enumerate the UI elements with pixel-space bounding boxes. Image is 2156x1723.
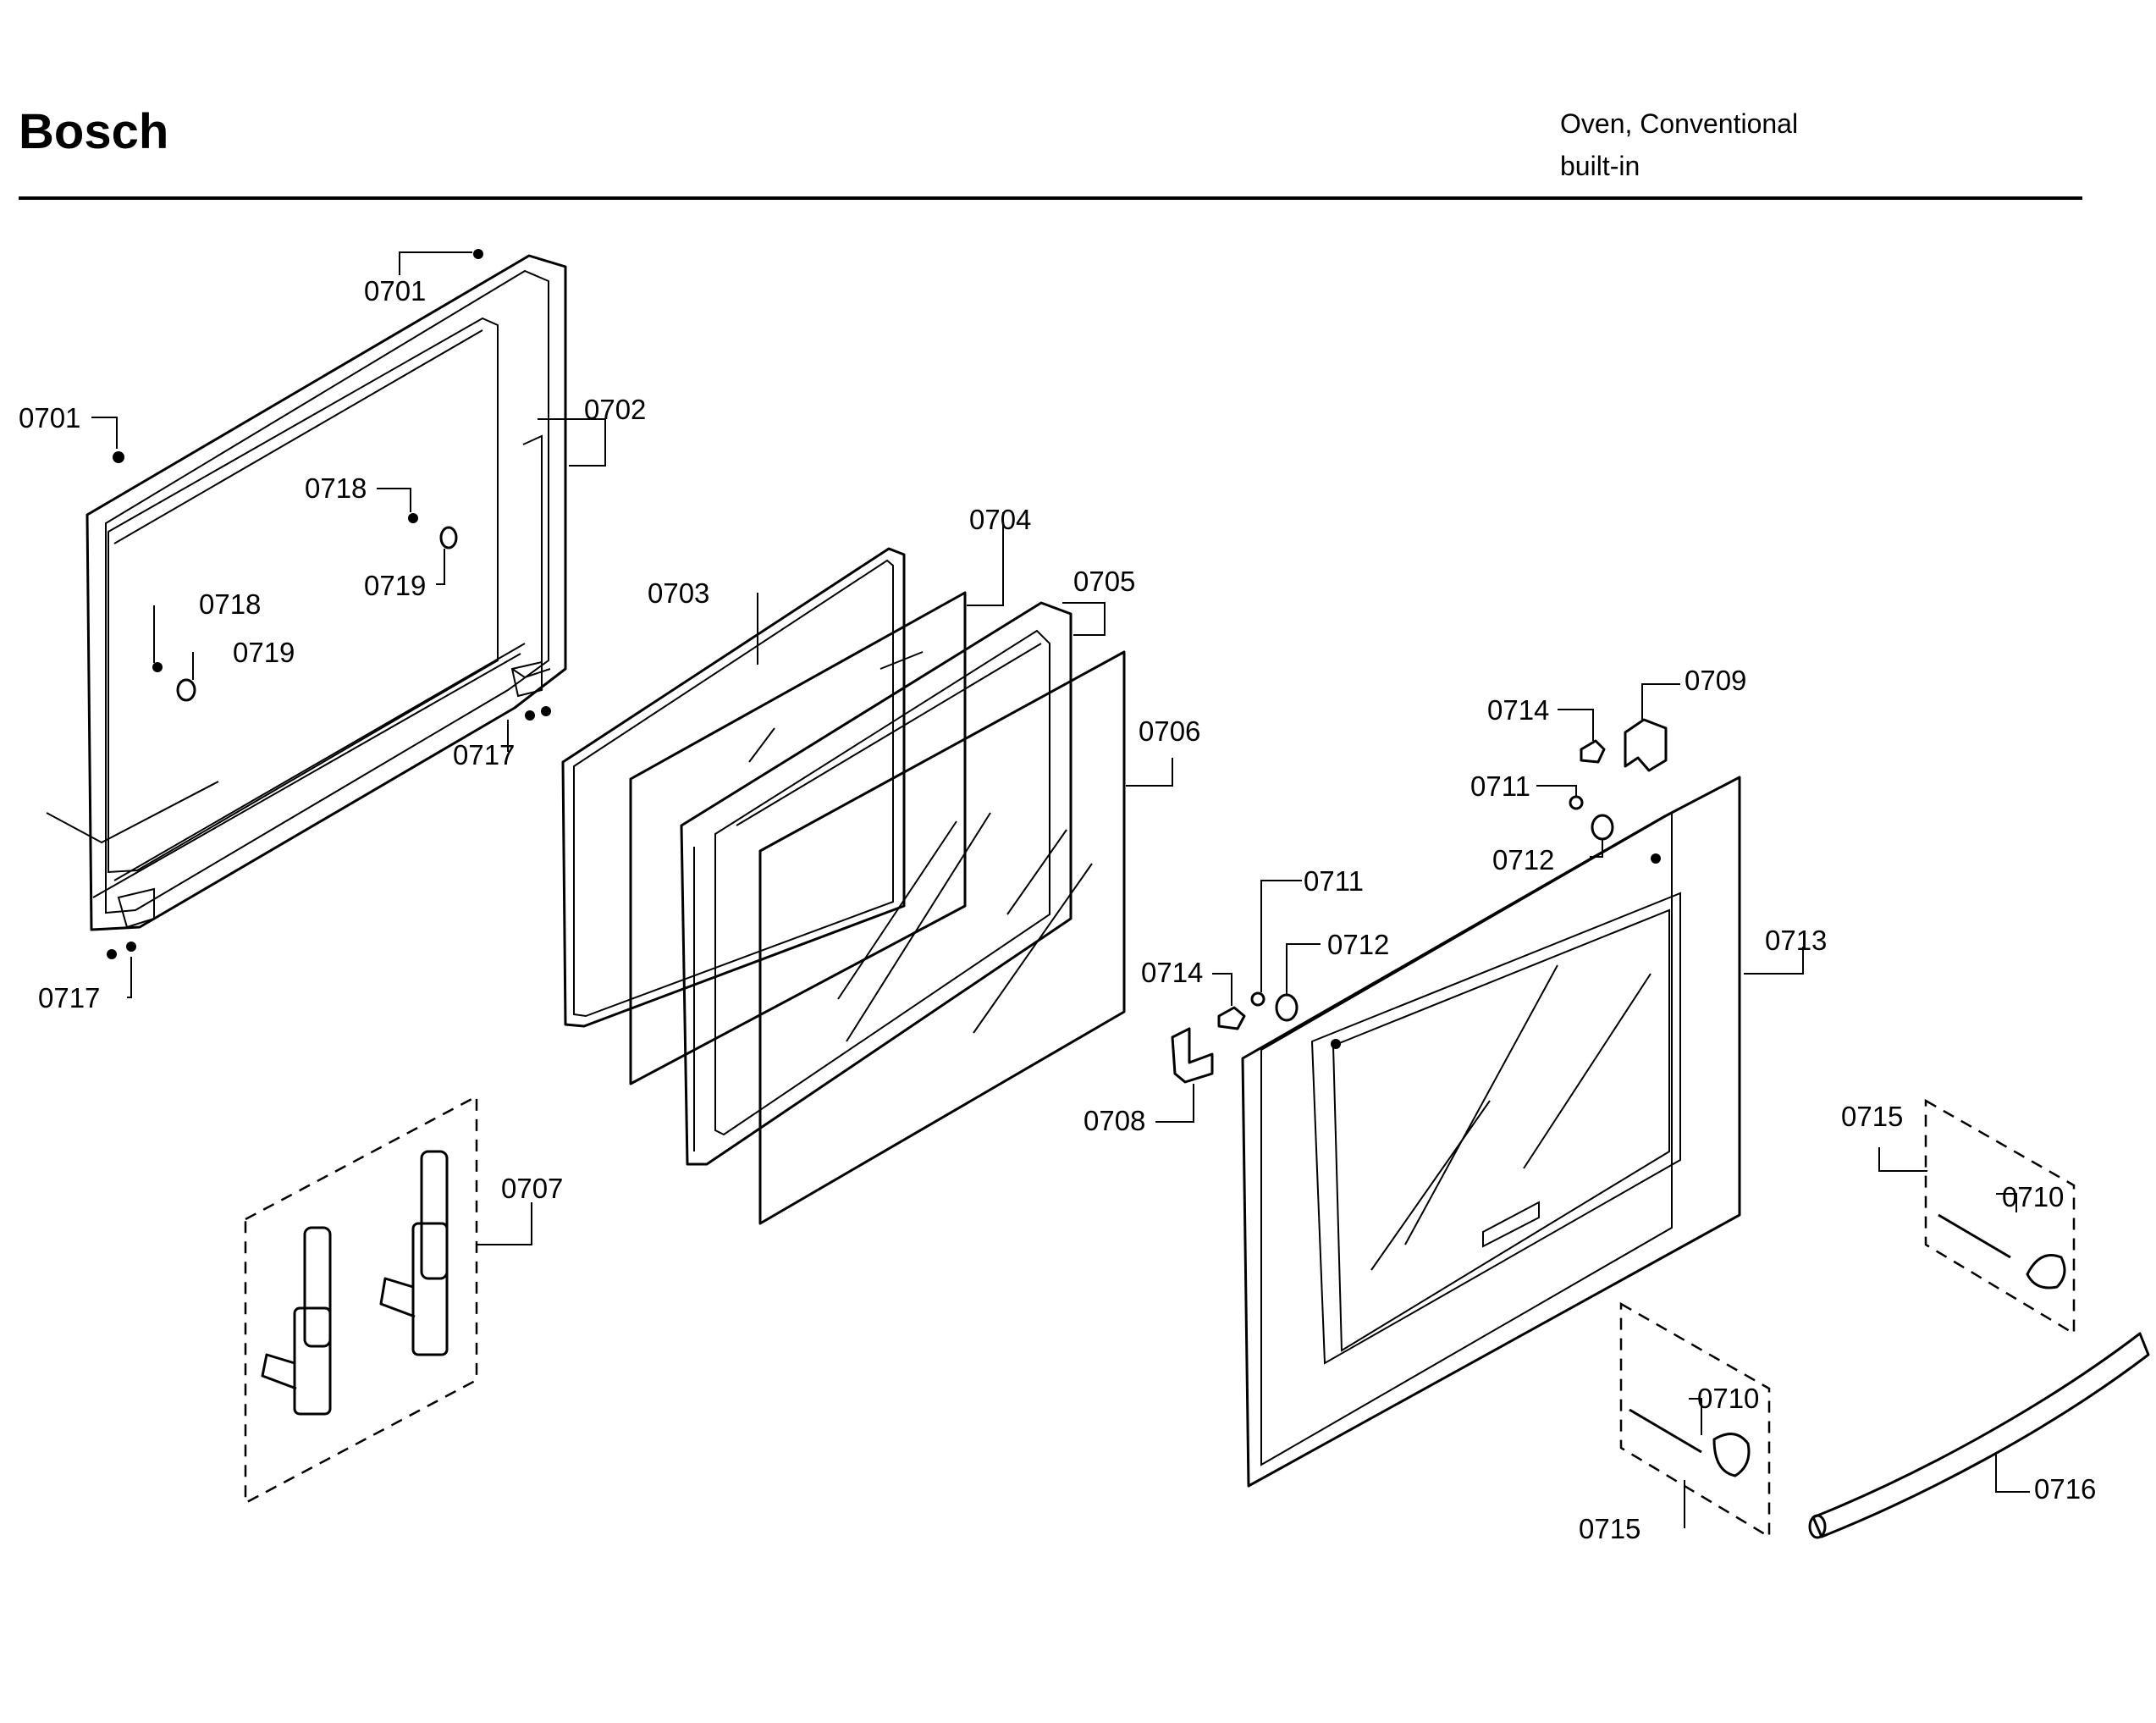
product-type: Oven, Conventional xyxy=(1560,108,1799,139)
callout-0702: 0702 xyxy=(584,394,646,425)
callout-0710-lower: 0710 xyxy=(1697,1383,1759,1414)
callout-0701-left: 0701 xyxy=(19,402,80,434)
handle-bracket-left xyxy=(1171,1027,1214,1084)
callout-0703: 0703 xyxy=(648,577,709,609)
screw-icon xyxy=(525,710,535,721)
callout-0717-right: 0717 xyxy=(453,739,515,770)
callout-0714-lower: 0714 xyxy=(1141,957,1203,988)
brand-name: Bosch xyxy=(19,104,169,159)
callout-0709: 0709 xyxy=(1685,665,1746,696)
screw-icon xyxy=(473,249,483,259)
spacer-icon xyxy=(176,678,196,702)
handle-end-cap-lower xyxy=(1619,1301,1771,1539)
washer-icon xyxy=(1591,814,1614,841)
callout-0701-top: 0701 xyxy=(364,275,426,306)
callout-0710-upper: 0710 xyxy=(2002,1181,2064,1212)
intermediate-glass xyxy=(629,591,967,1085)
callout-0714-upper: 0714 xyxy=(1487,694,1549,726)
screw-icon xyxy=(113,451,124,463)
callout-0718-lower: 0718 xyxy=(199,588,261,620)
screw-icon xyxy=(152,662,163,672)
clip-icon xyxy=(1580,739,1606,764)
callout-0713: 0713 xyxy=(1765,925,1827,956)
callout-0712-lower: 0712 xyxy=(1327,929,1389,960)
callout-0715-upper: 0715 xyxy=(1841,1101,1903,1132)
washer-icon xyxy=(1275,993,1299,1022)
callout-0715-lower: 0715 xyxy=(1579,1513,1640,1544)
callout-0708: 0708 xyxy=(1084,1105,1145,1136)
nut-icon xyxy=(1250,991,1265,1007)
callout-0705: 0705 xyxy=(1073,566,1135,597)
outer-glass-panel xyxy=(758,650,1126,1225)
callout-0706: 0706 xyxy=(1139,715,1200,747)
callout-0719-lower: 0719 xyxy=(233,637,295,668)
callout-0717-left: 0717 xyxy=(38,982,100,1013)
inner-door-frame xyxy=(85,254,567,931)
handle-end-cap-upper xyxy=(1924,1098,2076,1336)
callout-0719-upper: 0719 xyxy=(364,570,426,601)
callout-0712-upper: 0712 xyxy=(1492,844,1554,875)
callout-0704: 0704 xyxy=(969,504,1031,535)
screw-icon xyxy=(107,949,117,959)
callout-0718-upper: 0718 xyxy=(305,472,367,504)
handle-bracket-right xyxy=(1624,718,1668,772)
screw-icon xyxy=(126,942,136,952)
nut-icon xyxy=(1569,795,1584,810)
hinge-kit xyxy=(244,1094,478,1505)
product-subtype: built-in xyxy=(1560,151,1640,181)
glass-retainer-frame xyxy=(680,601,1072,1166)
screw-icon xyxy=(408,513,418,523)
spacer-icon xyxy=(439,526,458,549)
callout-0707: 0707 xyxy=(501,1173,563,1204)
door-gasket xyxy=(561,547,906,1028)
screw-icon xyxy=(541,706,551,716)
door-handle-bar xyxy=(1808,1332,2150,1539)
callout-0711-upper: 0711 xyxy=(1470,770,1530,802)
callout-0716: 0716 xyxy=(2034,1473,2096,1505)
header-divider xyxy=(19,196,2082,200)
callout-0711-lower: 0711 xyxy=(1304,865,1364,897)
clip-icon xyxy=(1217,1006,1246,1030)
